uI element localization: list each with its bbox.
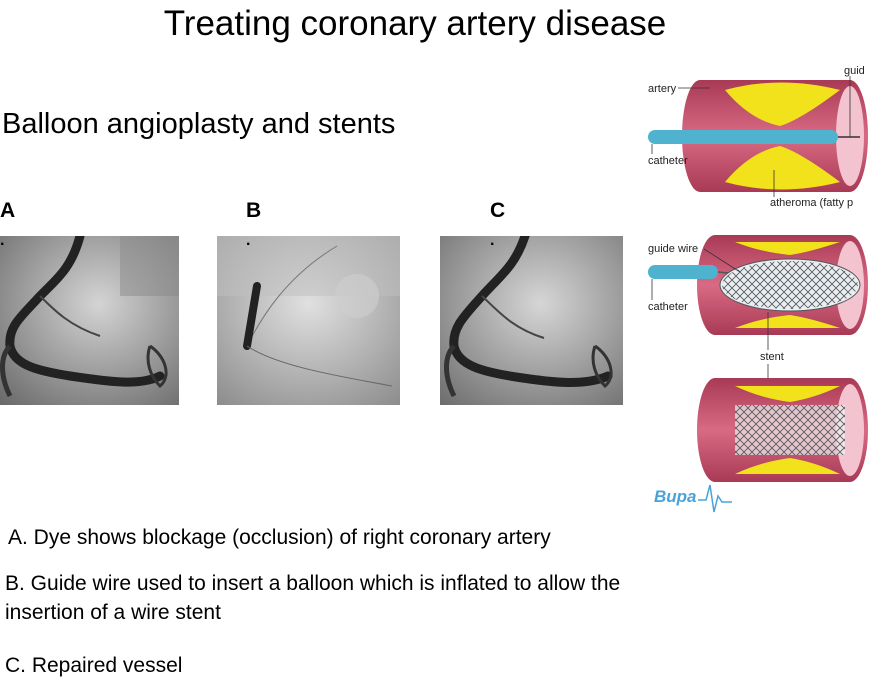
- panel-label-b: B: [246, 199, 262, 222]
- slide-title: Treating coronary artery disease: [163, 4, 667, 43]
- label-artery: artery: [648, 83, 677, 95]
- caption-a: A. Dye shows blockage (occlusion) of rig…: [8, 526, 551, 549]
- bupa-logo-text: Bupa: [654, 487, 697, 506]
- angiogram-image-b: [217, 236, 400, 405]
- slide-subtitle: Balloon angioplasty and stents: [2, 108, 396, 140]
- stent-diagram: artery guid catheter atheroma (fatty p g…: [640, 60, 878, 520]
- label-stent: stent: [760, 351, 784, 363]
- label-guide-wire: guide wire: [648, 243, 698, 255]
- angiogram-image-c: [440, 236, 623, 405]
- caption-c: C. Repaired vessel: [5, 654, 183, 677]
- caption-b-line2: insertion of a wire stent: [5, 601, 221, 624]
- artery-repaired-section: [697, 378, 868, 482]
- label-catheter-top: catheter: [648, 155, 688, 167]
- artery-blocked-section: [648, 80, 868, 192]
- label-atheroma: atheroma (fatty p: [770, 197, 853, 209]
- artery-stent-insertion-section: [648, 235, 868, 335]
- label-guide-wire-top: guid: [844, 65, 865, 77]
- panel-label-c: C: [490, 199, 506, 222]
- panel-label-a: A: [0, 199, 16, 222]
- marker-dot: .: [246, 232, 251, 249]
- marker-dot: .: [490, 232, 495, 249]
- caption-b-line1: B. Guide wire used to insert a balloon w…: [5, 572, 621, 595]
- label-catheter: catheter: [648, 301, 688, 313]
- bupa-logo: Bupa: [654, 484, 732, 513]
- marker-dot: .: [0, 232, 5, 249]
- angiogram-image-a: [0, 236, 179, 405]
